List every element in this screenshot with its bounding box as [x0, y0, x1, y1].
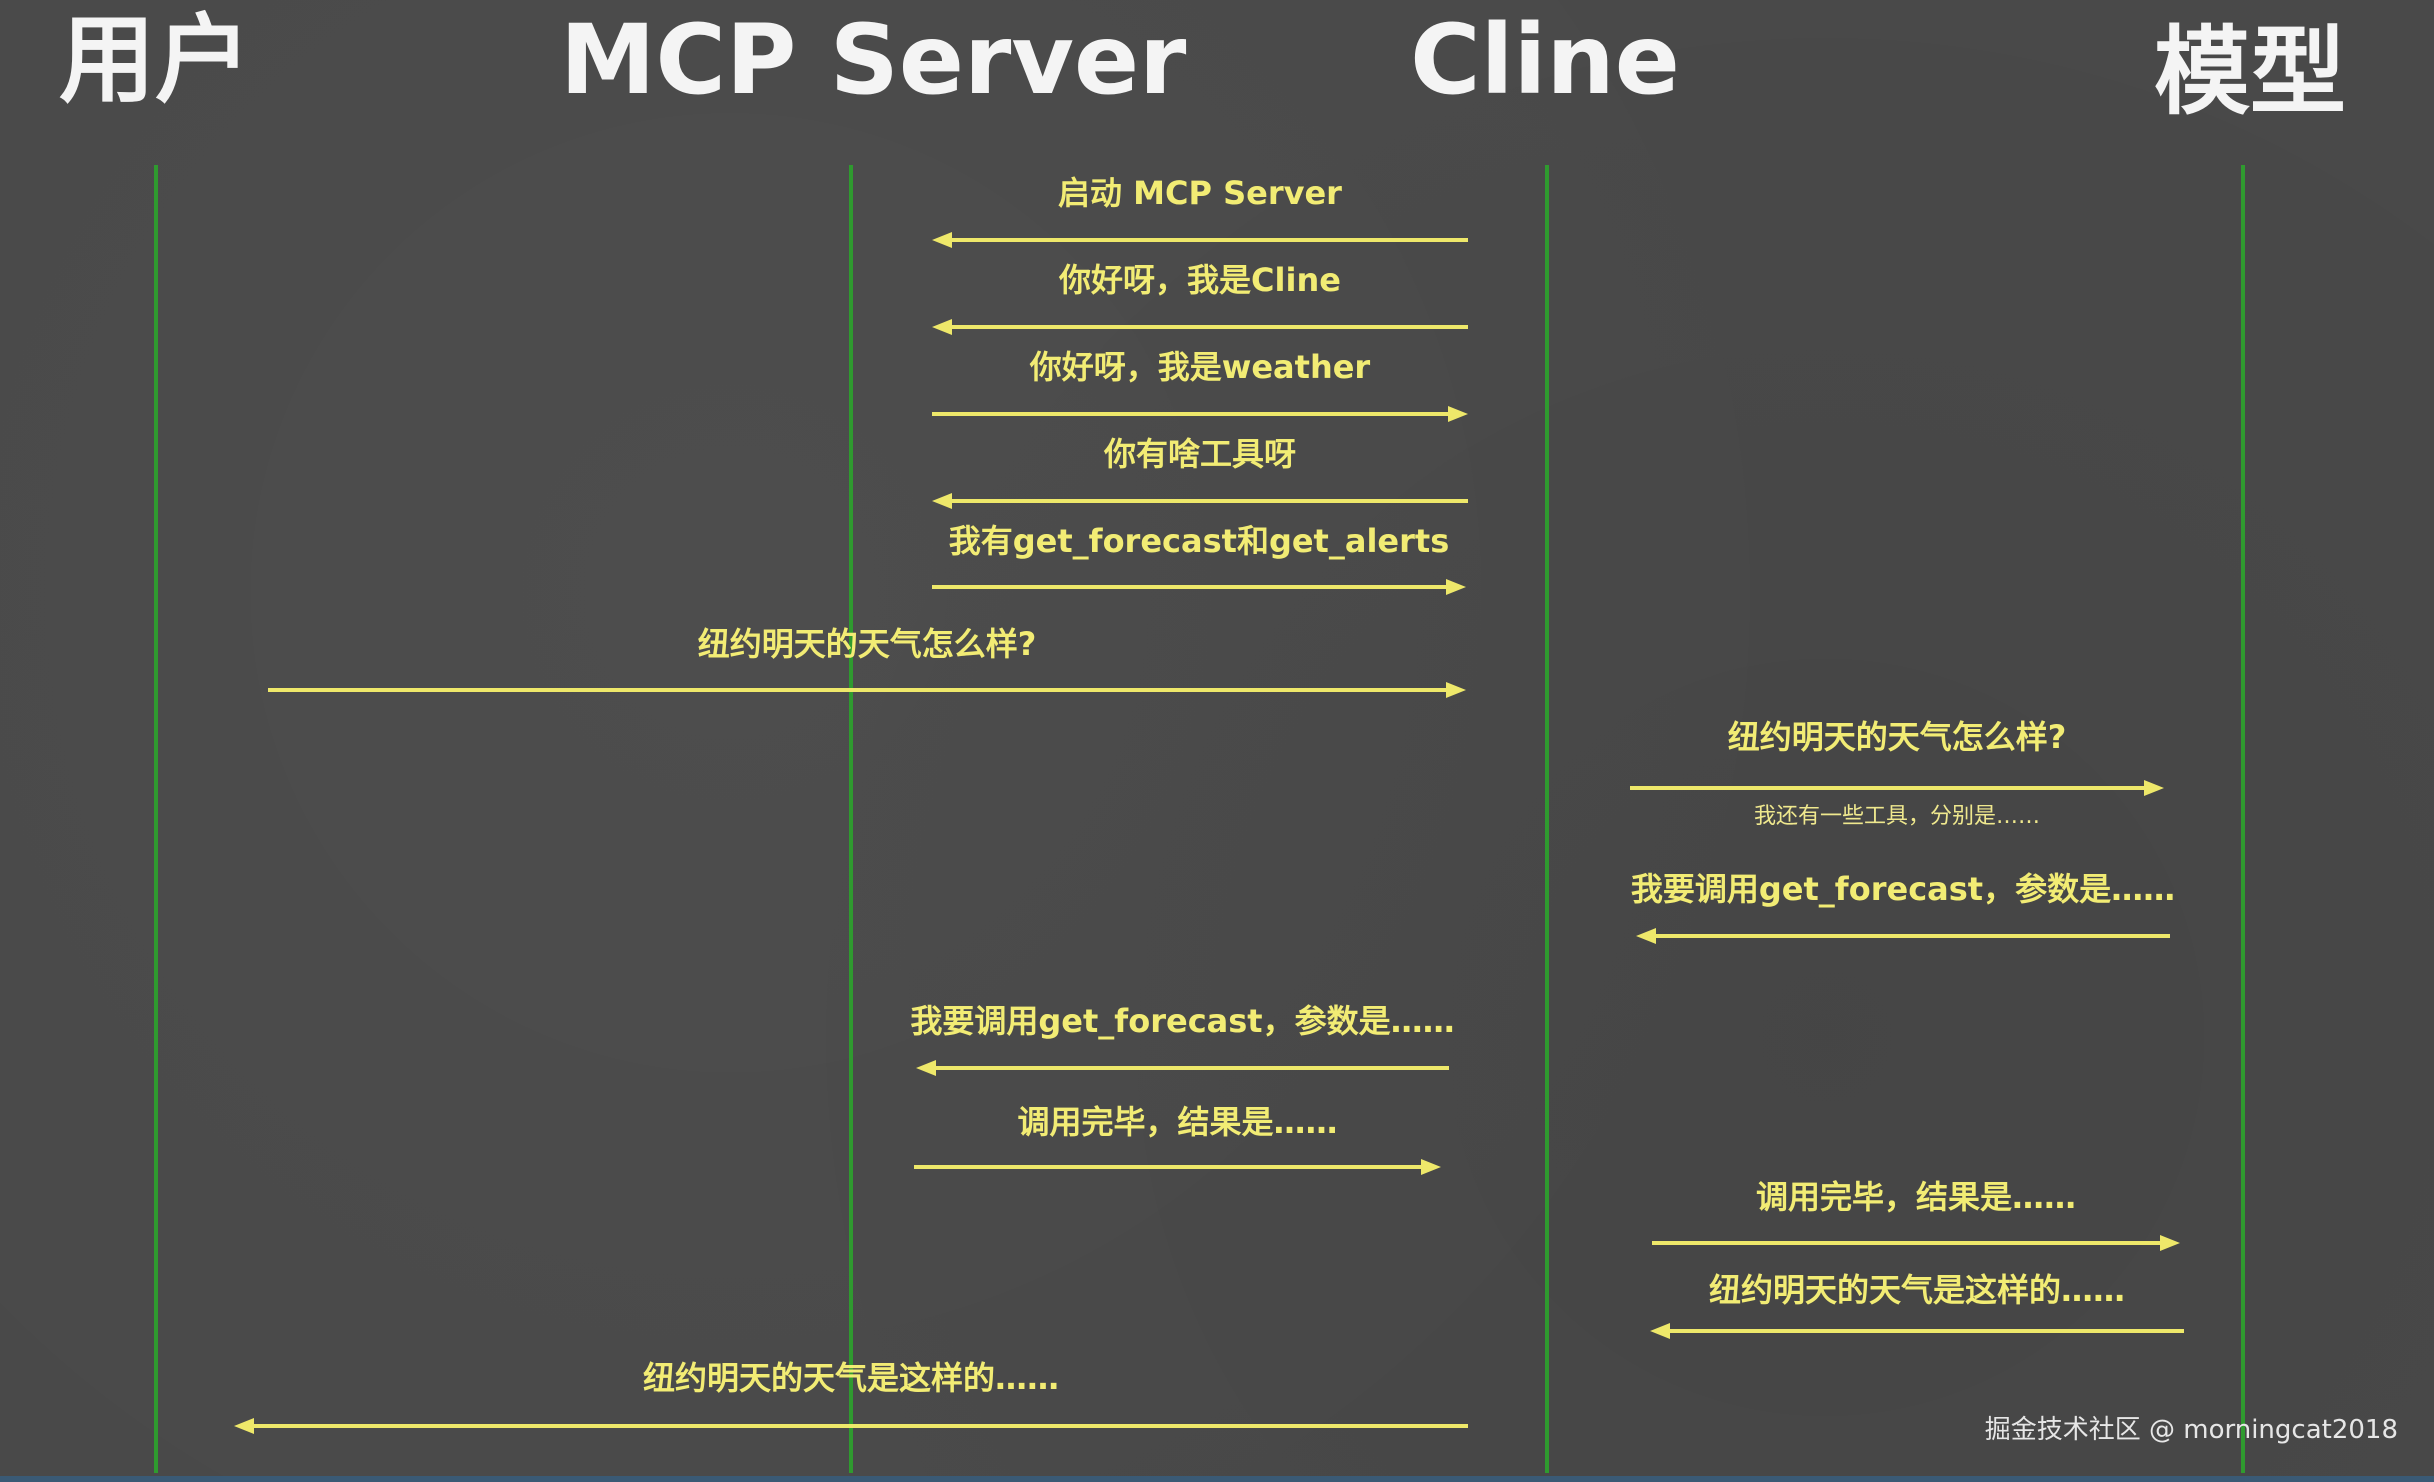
- arrowhead: [1446, 682, 1466, 698]
- message-label: 我要调用get_forecast，参数是……: [1631, 870, 2175, 908]
- message-note: 我还有一些工具，分别是……: [1754, 804, 2040, 829]
- message-label: 纽约明天的天气怎么样?: [698, 625, 1037, 663]
- message-label: 调用完毕，结果是……: [1017, 1103, 1337, 1141]
- arrowhead: [932, 232, 952, 248]
- arrowhead: [2160, 1235, 2180, 1251]
- lifeline-user: [154, 165, 158, 1473]
- bottom-strip: [0, 1476, 2434, 1482]
- participant-header-mcp-server: MCP Server: [560, 4, 1187, 116]
- message-label: 你好呀，我是Cline: [1058, 261, 1341, 299]
- message-label: 纽约明天的天气是这样的……: [643, 1359, 1059, 1397]
- arrowhead: [1421, 1159, 1441, 1175]
- lifeline-model: [2241, 165, 2245, 1473]
- message-label: 我有get_forecast和get_alerts: [949, 522, 1450, 560]
- participant-header-model: 模型: [2154, 16, 2346, 128]
- arrowhead: [932, 319, 952, 335]
- message-label: 我要调用get_forecast，参数是……: [910, 1002, 1454, 1040]
- message-label: 启动 MCP Server: [1058, 174, 1342, 212]
- arrowhead: [932, 493, 952, 509]
- watermark: 掘金技术社区 @ morningcat2018: [1984, 1415, 2398, 1445]
- participant-header-user: 用户: [59, 4, 251, 116]
- arrowhead: [1446, 579, 1466, 595]
- arrowhead: [1636, 928, 1656, 944]
- arrowhead: [234, 1418, 254, 1434]
- message-label: 调用完毕，结果是……: [1756, 1178, 2076, 1216]
- message-label: 你有啥工具呀: [1103, 435, 1296, 473]
- message-label: 纽约明天的天气怎么样?: [1728, 718, 2067, 756]
- message-label: 你好呀，我是weather: [1029, 348, 1371, 386]
- message-label: 纽约明天的天气是这样的……: [1709, 1271, 2125, 1309]
- arrowhead: [1448, 406, 1468, 422]
- arrowhead: [2144, 780, 2164, 796]
- lifeline-cline: [1545, 165, 1549, 1473]
- participant-header-cline: Cline: [1410, 4, 1680, 116]
- arrowhead: [916, 1060, 936, 1076]
- arrowhead: [1650, 1323, 1670, 1339]
- lifeline-mcp-server: [849, 165, 853, 1473]
